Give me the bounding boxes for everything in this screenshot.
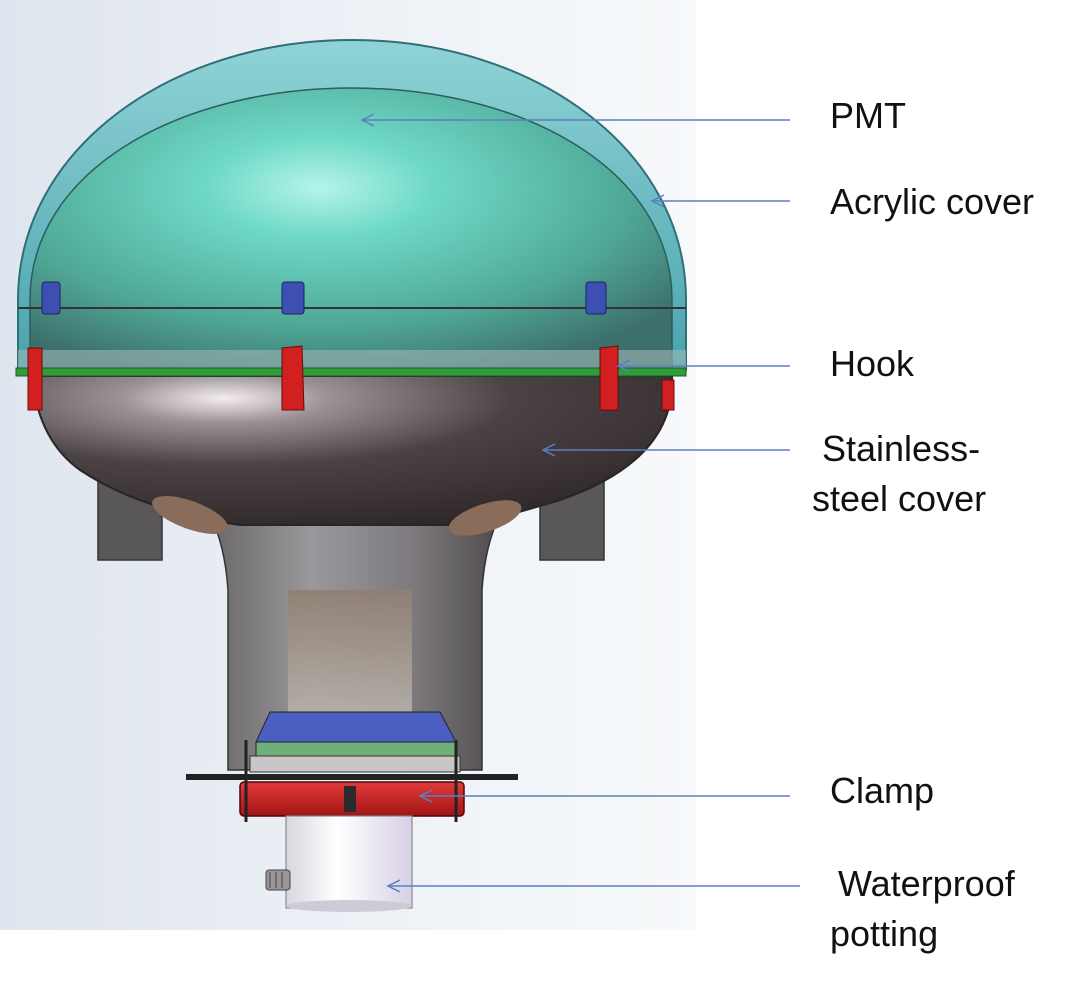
label-waterproof-line2: potting bbox=[830, 913, 939, 954]
leader-stainless-steel-cover bbox=[541, 443, 790, 457]
label-clamp: Clamp bbox=[830, 770, 935, 811]
label-acrylic-cover: Acrylic cover bbox=[830, 181, 1035, 222]
stainless-steel-cover bbox=[30, 375, 674, 526]
flange-plate bbox=[186, 774, 518, 780]
leader-pmt bbox=[360, 113, 790, 127]
label-waterproof-line1: Waterproof bbox=[838, 863, 1015, 904]
seal-ring bbox=[15, 367, 687, 377]
leader-acrylic-cover bbox=[650, 194, 790, 208]
base-disk bbox=[249, 711, 461, 773]
neck-tube bbox=[208, 514, 502, 771]
waterproof-potting bbox=[265, 815, 413, 912]
leader-waterproof-potting bbox=[386, 879, 800, 893]
potting-connector bbox=[265, 869, 291, 891]
steel-cutout-left bbox=[152, 496, 228, 534]
red-hooks bbox=[27, 345, 675, 411]
label-hook: Hook bbox=[830, 343, 915, 384]
label-pmt: PMT bbox=[830, 95, 906, 136]
blue-clips bbox=[41, 281, 607, 315]
leader-hook bbox=[616, 359, 790, 373]
leader-clamp bbox=[418, 789, 790, 803]
equator-band bbox=[18, 307, 686, 368]
label-stainless-line2: steel cover bbox=[812, 478, 987, 519]
steel-cutout-right bbox=[448, 500, 522, 536]
pmt-glass bbox=[29, 87, 673, 373]
label-stainless-line1: Stainless- bbox=[822, 428, 981, 469]
